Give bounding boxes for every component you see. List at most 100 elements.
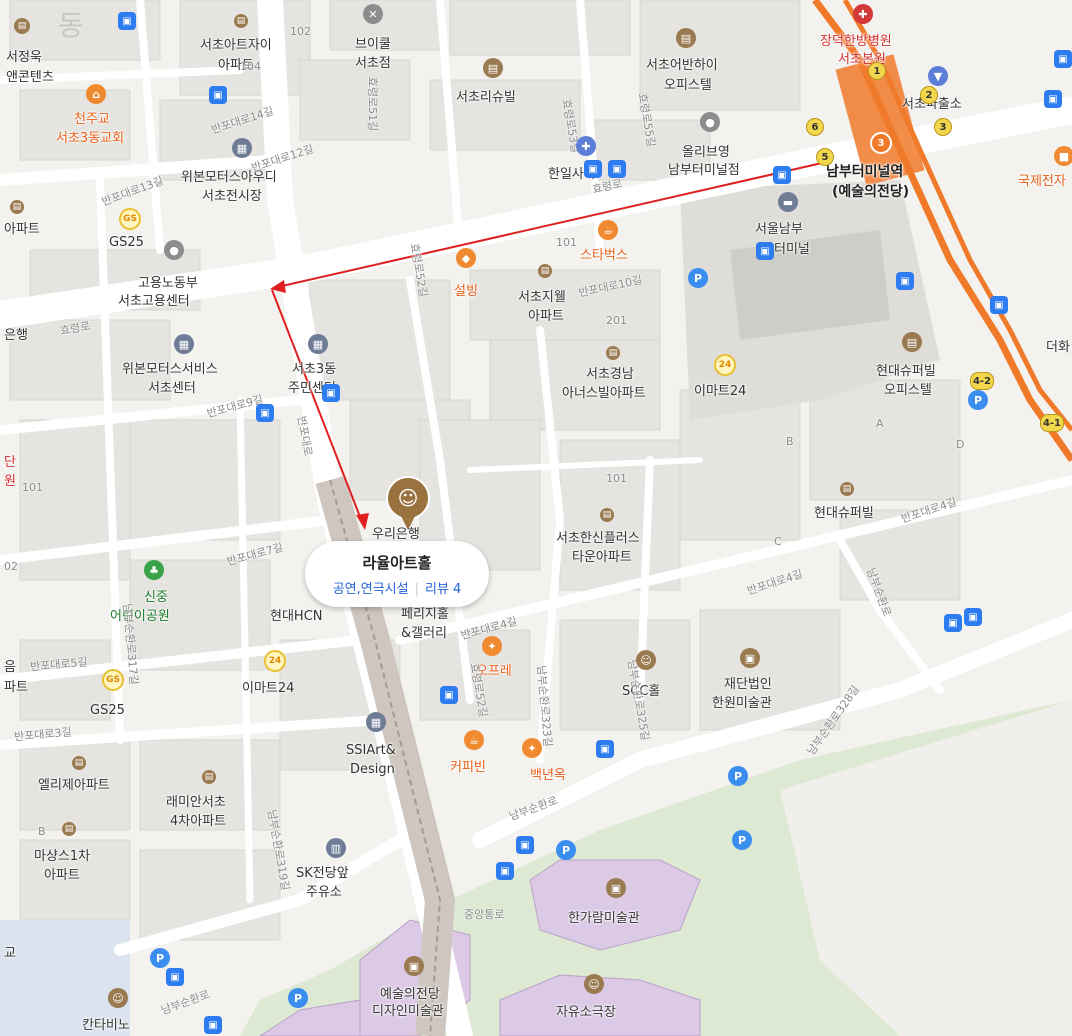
label-num102: 102 [290, 25, 311, 38]
label-apt-c: C [774, 535, 782, 548]
apartment-icon[interactable]: ▤ [902, 332, 922, 352]
apartment-icon[interactable]: ▤ [234, 14, 248, 28]
office-icon[interactable]: ● [164, 240, 184, 260]
bus-stop-icon[interactable]: ▣ [496, 862, 514, 880]
bus-stop-icon[interactable]: ▣ [773, 166, 791, 184]
subway-line-badge[interactable]: 3 [870, 132, 892, 154]
government-icon[interactable]: ▦ [308, 334, 328, 354]
place-name[interactable]: 라율아트홀 [362, 554, 432, 572]
restaurant-icon[interactable]: ✦ [522, 738, 542, 758]
gallery-icon[interactable]: ▣ [740, 648, 760, 668]
hospital-icon[interactable]: ✚ [576, 136, 596, 156]
parking-icon[interactable]: P [968, 390, 988, 410]
church-icon[interactable]: ⌂ [86, 84, 106, 104]
apartment-icon[interactable]: ▤ [62, 822, 76, 836]
station-sub[interactable]: (예술의전당) [832, 184, 910, 200]
gs25-icon[interactable]: GS [119, 208, 141, 230]
bus-stop-icon[interactable]: ▣ [756, 242, 774, 260]
bus-stop-icon[interactable]: ▣ [166, 968, 184, 986]
apartment-icon[interactable]: ▤ [840, 482, 854, 496]
cafe-icon[interactable]: ☕ [598, 220, 618, 240]
bus-stop-icon[interactable]: ▣ [204, 1016, 222, 1034]
car-service-icon[interactable]: ▦ [174, 334, 194, 354]
bus-stop-icon[interactable]: ▣ [256, 404, 274, 422]
bus-stop-icon[interactable]: ▣ [896, 272, 914, 290]
emart24-icon[interactable]: 24 [714, 354, 736, 376]
bus-terminal-icon[interactable]: ▬ [778, 192, 798, 212]
store-icon[interactable]: ● [700, 112, 720, 132]
bus-stop-icon[interactable]: ▣ [990, 296, 1008, 314]
gallery-icon[interactable]: ▣ [404, 956, 424, 976]
label-apt-d: D [956, 438, 965, 451]
label-wibon1: 위본모터스아우디 [181, 170, 277, 185]
police-icon[interactable]: ▼ [928, 66, 948, 86]
apartment-icon[interactable]: ▤ [600, 508, 614, 522]
label-wibon1-sub: 서초전시장 [202, 189, 262, 204]
restaurant-icon[interactable]: ✦ [482, 636, 502, 656]
car-service-icon[interactable]: ▦ [232, 138, 252, 158]
bus-stop-icon[interactable]: ▣ [322, 384, 340, 402]
selected-place-pin[interactable]: ☺ [386, 476, 430, 536]
parking-icon[interactable]: P [556, 840, 576, 860]
subway-exit-1[interactable]: 1 [868, 62, 886, 80]
parking-icon[interactable]: P [732, 830, 752, 850]
label-sulbing: 설빙 [454, 284, 478, 299]
subway-exit-5[interactable]: 5 [816, 148, 834, 166]
theater-mask-icon[interactable]: ☺ [636, 650, 656, 670]
label-apt-b2: B [38, 825, 46, 838]
apartment-icon[interactable]: ▤ [538, 264, 552, 278]
wrench-icon[interactable]: ✕ [363, 4, 383, 24]
parking-icon[interactable]: P [288, 988, 308, 1008]
subway-exit-4-2[interactable]: 4-2 [970, 372, 994, 390]
school-icon[interactable]: ▦ [366, 712, 386, 732]
label-wonwon: 재단법인 [724, 677, 772, 692]
cafe-icon[interactable]: ☕ [464, 730, 484, 750]
emart24-icon[interactable]: 24 [264, 650, 286, 672]
apartment-icon[interactable]: ▤ [202, 770, 216, 784]
bus-stop-icon[interactable]: ▣ [516, 836, 534, 854]
apartment-icon[interactable]: ▤ [606, 346, 620, 360]
label-num201: 201 [606, 314, 627, 327]
apartment-icon[interactable]: ▤ [676, 28, 696, 48]
bus-stop-icon[interactable]: ▣ [964, 608, 982, 626]
gs25-icon[interactable]: GS [102, 669, 124, 691]
gas-station-icon[interactable]: ▥ [326, 838, 346, 858]
subway-exit-4-1[interactable]: 4-1 [1040, 414, 1064, 432]
park-icon[interactable]: ♣ [144, 560, 164, 580]
station-name[interactable]: 남부터미널역 [826, 164, 904, 180]
subway-exit-3[interactable]: 3 [934, 118, 952, 136]
subway-exit-6[interactable]: 6 [806, 118, 824, 136]
bus-stop-icon[interactable]: ▣ [1044, 90, 1062, 108]
bus-stop-icon[interactable]: ▣ [944, 614, 962, 632]
bus-stop-icon[interactable]: ▣ [584, 160, 602, 178]
apartment-icon[interactable]: ▤ [72, 756, 86, 770]
apartment-icon[interactable]: ▤ [10, 200, 24, 214]
bus-stop-icon[interactable]: ▣ [596, 740, 614, 758]
parking-icon[interactable]: P [150, 948, 170, 968]
apartment-icon[interactable]: ▤ [483, 58, 503, 78]
dessert-icon[interactable]: ◆ [456, 248, 476, 268]
hospital-icon[interactable]: ✚ [853, 4, 873, 24]
bus-stop-icon[interactable]: ▣ [209, 86, 227, 104]
theater-mask-icon[interactable]: ☺ [108, 988, 128, 1008]
shop-icon[interactable]: ■ [1054, 146, 1072, 166]
label-starbucks: 스타벅스 [580, 248, 628, 263]
place-category[interactable]: 공연,연극시설 [332, 582, 409, 597]
bus-stop-icon[interactable]: ▣ [608, 160, 626, 178]
bus-stop-icon[interactable]: ▣ [118, 12, 136, 30]
label-scc: SCC홀 [622, 684, 661, 699]
gallery-icon[interactable]: ▣ [606, 878, 626, 898]
apartment-icon[interactable]: ▤ [14, 18, 30, 34]
theater-mask-icon[interactable]: ☺ [584, 974, 604, 994]
bus-stop-icon[interactable]: ▣ [440, 686, 458, 704]
label-apt-b: B [786, 435, 794, 448]
place-info-card[interactable]: 라율아트홀 공연,연극시설|리뷰 4 [305, 541, 489, 607]
subway-line-3 [812, 0, 1072, 463]
subway-exit-2[interactable]: 2 [920, 86, 938, 104]
parking-icon[interactable]: P [688, 268, 708, 288]
bus-stop-icon[interactable]: ▣ [1054, 50, 1072, 68]
label-seochopolice: 서초파출소 [902, 97, 962, 112]
parking-icon[interactable]: P [728, 766, 748, 786]
place-reviews-link[interactable]: 리뷰 4 [424, 582, 462, 597]
